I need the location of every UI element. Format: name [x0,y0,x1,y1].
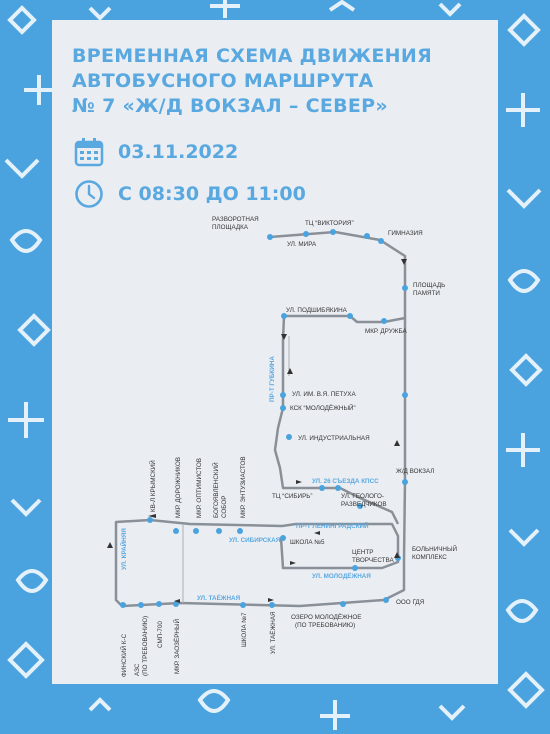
stop-dot [280,535,286,541]
stop-dot [281,313,287,319]
stop-dot [193,528,199,534]
street-label-sibirskaya: УЛ. СИБИРСКАЯ [229,537,281,544]
page-title: ВРЕМЕННАЯ СХЕМА ДВИЖЕНИЯ АВТОБУСНОГО МАР… [72,44,432,119]
stop-dot [216,528,222,534]
stop-label-druzhba: МКР. ДРУЖБА [365,328,408,335]
route-secondary-lines [182,336,290,603]
stop-label-shkola5: ШКОЛА №5 [290,539,325,546]
street-label-26-sezda: УЛ. 26 СЪЕЗДА КПСС [312,478,379,485]
stop-dot [286,434,292,440]
stop-label-ooo-gdya: ООО ГДЯ [396,599,425,606]
stop-dot [378,238,384,244]
arrow-icon [394,552,400,558]
arrow-icon [296,480,302,484]
stop-label-geologo: УЛ. ГЕОЛОГО-РАЗВЕДЧИКОВ [341,493,387,508]
stop-label-gimnaziya: ГИМНАЗИЯ [388,230,423,237]
stop-dot [280,392,286,398]
street-label-molodyozhnaya: УЛ. МОЛОДЁЖНАЯ [312,572,371,580]
stop-dot [402,285,408,291]
stop-dot [173,601,179,607]
stop-dot [303,231,309,237]
title-line-2: АВТОБУСНОГО МАРШРУТА [72,70,374,92]
arrow-icon [268,598,274,602]
stop-dot [280,405,286,411]
stop-dot [237,528,243,534]
stop-dot [267,234,273,240]
stop-label-ozero: ОЗЕРО МОЛОДЁЖНОЕ(ПО ТРЕБОВАНИЮ) [291,613,362,629]
arrow-icon [290,561,296,565]
arrow-icon [107,542,113,548]
street-label-krainyaya: УЛ. КРАЙНЯЯ [119,528,128,570]
stop-label-entuziastov: МКР. ЭНТУЗИАСТОВ [240,456,247,518]
arrow-icon [401,259,407,265]
title-line-3: № 7 «Ж/Д ВОКЗАЛ – СЕВЕР» [72,95,388,117]
stop-dot [138,602,144,608]
stop-label-industrialnaya: УЛ. ИНДУСТРИАЛЬНАЯ [298,435,370,442]
schedule-card [52,20,498,684]
stop-dot [364,233,370,239]
clock-icon [75,180,103,208]
stop-dot [357,503,363,509]
stop-label-ksk: КСК “МОЛОДЁЖНЫЙ” [290,403,356,412]
title-line-1: ВРЕМЕННАЯ СХЕМА ДВИЖЕНИЯ [72,45,432,67]
stop-label-shkola7: ШКОЛА №7 [241,612,248,647]
stop-label-smp700: СМП-700 [157,621,164,648]
stop-dot [156,601,162,607]
stop-label-dorozhnikov: МКР. ДОРОЖНИКОВ [175,457,182,518]
stop-dot [335,485,341,491]
arrow-icon [287,368,293,374]
date-text: 03.11.2022 [118,141,239,163]
stop-label-tayozhnaya: УЛ. ТАЁЖНАЯ [269,611,277,654]
stop-label-mira: УЛ. МИРА [287,241,317,248]
stop-label-sibir: ТЦ “СИБИРЬ” [272,493,313,500]
stop-dot [330,229,336,235]
stop-label-petukha: УЛ. ИМ. В.Я. ПЕТУХА [292,391,356,398]
stop-dot [402,479,408,485]
stop-dot [319,485,325,491]
arrow-icon [394,440,400,446]
stop-dot [352,565,358,571]
stop-dot [402,392,408,398]
stop-label-podshibyakina: УЛ. ПОДШИБЯКИНА [286,307,348,314]
arrow-icon [314,531,320,535]
time-text: С 08:30 ДО 11:00 [118,183,306,205]
stop-dot [269,602,275,608]
arrow-icon [148,514,156,518]
stop-dot [120,602,126,608]
stop-dot [381,318,387,324]
route-lines [114,230,407,608]
stop-label-vokzal: Ж/Д ВОКЗАЛ [396,468,434,475]
stop-dot [240,602,246,608]
stop-label-krymskiy: КВ-Л КРЫМСКИЙ [148,460,157,512]
stop-label-azs: АЗС(ПО ТРЕБОВАНИЮ) [134,616,149,676]
stop-label-sobor: БОГОЯВЛЕНСКИЙСОБОР [211,462,228,518]
stop-label-zaozyorny: МКР. ЗАОЗЁРНЫЙ [172,618,181,674]
street-labels: ПР-Т ГУБКИНА УЛ. 26 СЪЕЗДА КПСС ПР-Т ЛЕН… [119,356,379,602]
street-label-gubkina: ПР-Т ГУБКИНА [269,356,276,402]
stop-dot [147,517,153,523]
stop-label-optimistov: МКР. ОПТИМИСТОВ [196,458,203,518]
stop-dot [347,313,353,319]
arrow-icon [281,334,287,340]
street-label-tayozhnaya: УЛ. ТАЁЖНАЯ [197,594,241,602]
stop-dot [340,601,346,607]
direction-arrows [107,259,407,603]
date-row: 03.11.2022 [74,137,238,167]
stop-label-finskiy: ФИНСКИЙ К-С [119,633,128,677]
arrow-icon [174,599,180,603]
time-row: С 08:30 ДО 11:00 [74,179,306,209]
calendar-icon [74,138,104,167]
stop-dot [383,597,389,603]
stop-dots [120,229,408,608]
stop-label-viktoriya: ТЦ “ВИКТОРИЯ” [305,220,354,227]
street-label-leningradskiy: ПР-Т ЛЕНИНГРАДСКИЙ [296,521,369,530]
stop-dot [173,528,179,534]
